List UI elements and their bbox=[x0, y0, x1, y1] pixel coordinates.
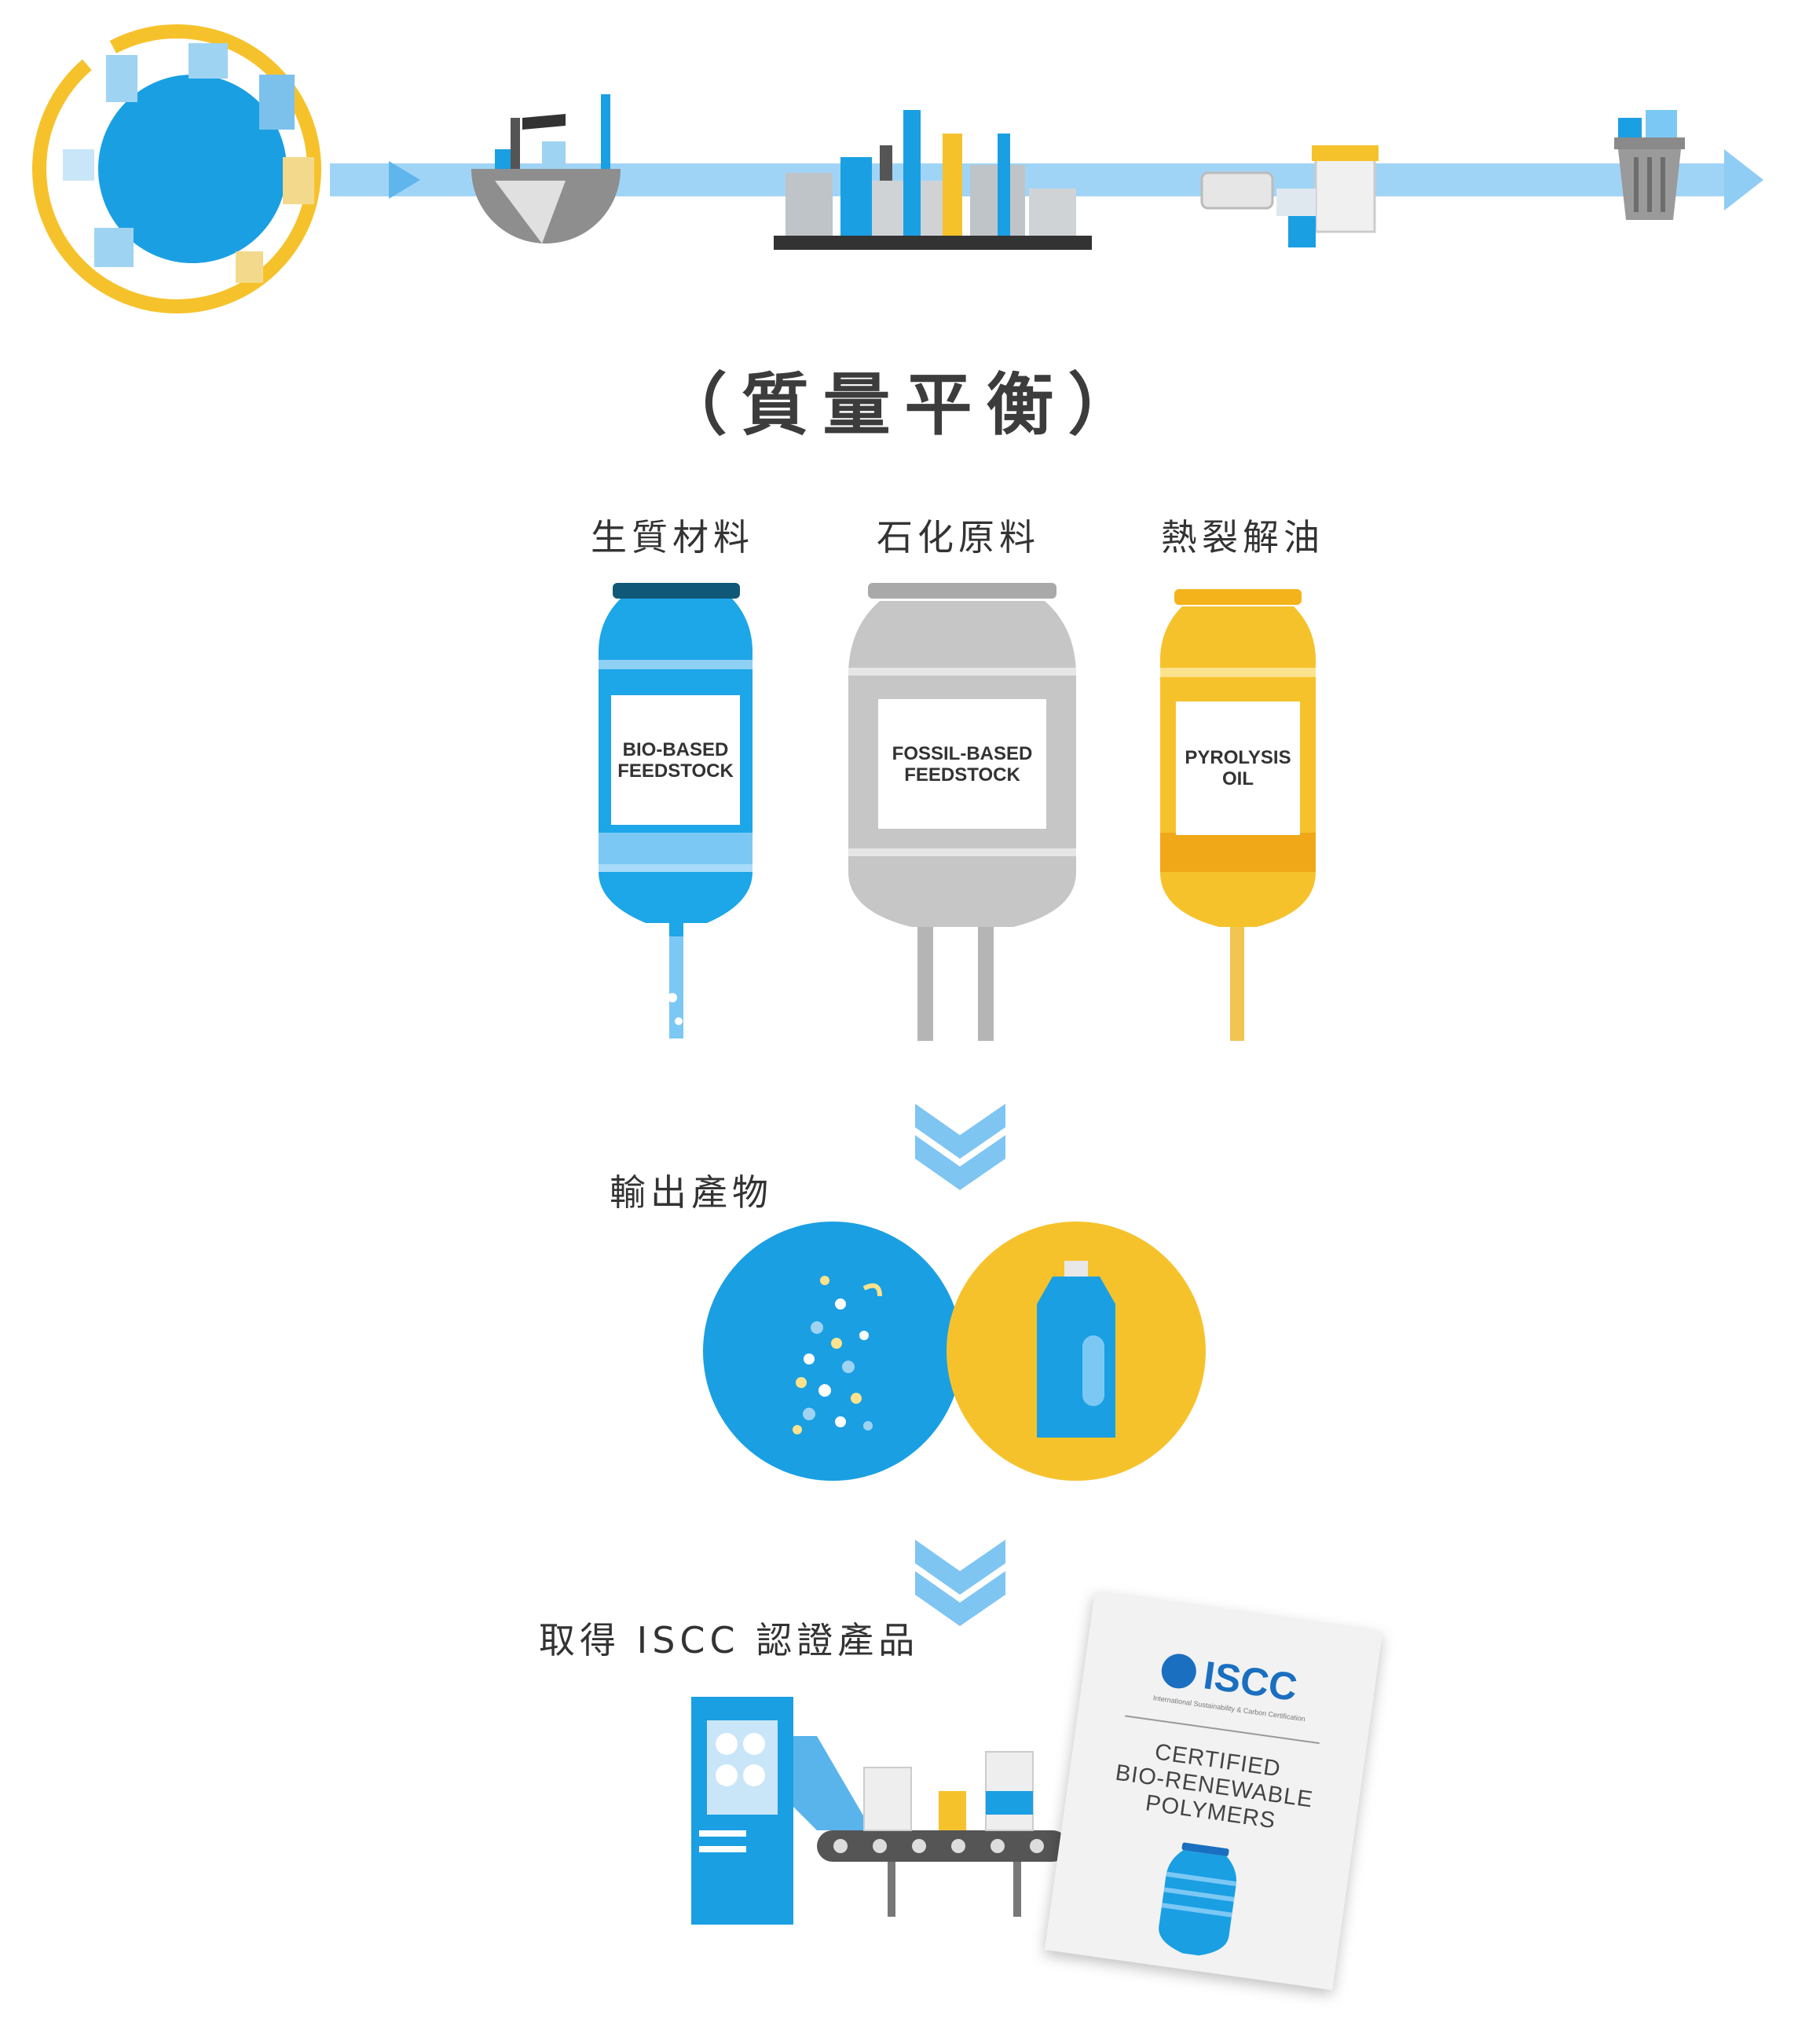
globe-icon bbox=[1159, 1651, 1199, 1691]
detergent-bottle-icon bbox=[1037, 1261, 1115, 1438]
feedstock-label-bio: 生質材料 bbox=[591, 516, 754, 559]
certificate-body-text: CERTIFIED BIO-RENEWABLE POLYMERS bbox=[1114, 1739, 1315, 1834]
output-label: 輸出產物 bbox=[610, 1171, 773, 1214]
iscc-certificate: ISCC International Sustainability & Carb… bbox=[1044, 1592, 1383, 1991]
certificate-logo-text: ISCC bbox=[1200, 1653, 1300, 1710]
pyrolysis-tank-icon bbox=[1160, 589, 1316, 1041]
page-title: （質量平衡） bbox=[659, 366, 1150, 445]
globe-cycle-icon bbox=[32, 24, 321, 313]
chevron-down-icon bbox=[915, 1104, 1005, 1190]
feedstock-label-fossil: 石化原料 bbox=[877, 516, 1040, 559]
trash-can-icon bbox=[1614, 110, 1685, 220]
pyrolysis-tank-label: PYROLYSIS OIL bbox=[1176, 701, 1300, 835]
fossil-tank-label: FOSSIL-BASED FEEDSTOCK bbox=[878, 699, 1046, 829]
certified-label: 取得 ISCC 認證產品 bbox=[539, 1619, 920, 1661]
output-products bbox=[703, 1222, 1206, 1481]
oil-extraction-icon bbox=[471, 94, 621, 244]
refinery-icon bbox=[774, 110, 1092, 250]
production-line bbox=[691, 1697, 1068, 1925]
feedstock-label-pyrolysis: 熱裂解油 bbox=[1161, 516, 1324, 559]
packaging-icon bbox=[1200, 145, 1379, 247]
certificate-tank-icon bbox=[1159, 1842, 1237, 1956]
process-strip bbox=[32, 24, 1763, 313]
conveyor-belt bbox=[817, 1830, 1068, 1862]
pellets-icon bbox=[793, 1276, 882, 1434]
chevron-down-icon bbox=[915, 1540, 1005, 1626]
pellets-circle bbox=[703, 1222, 962, 1481]
bio-tank-label: BIO-BASED FEEDSTOCK bbox=[611, 695, 740, 825]
